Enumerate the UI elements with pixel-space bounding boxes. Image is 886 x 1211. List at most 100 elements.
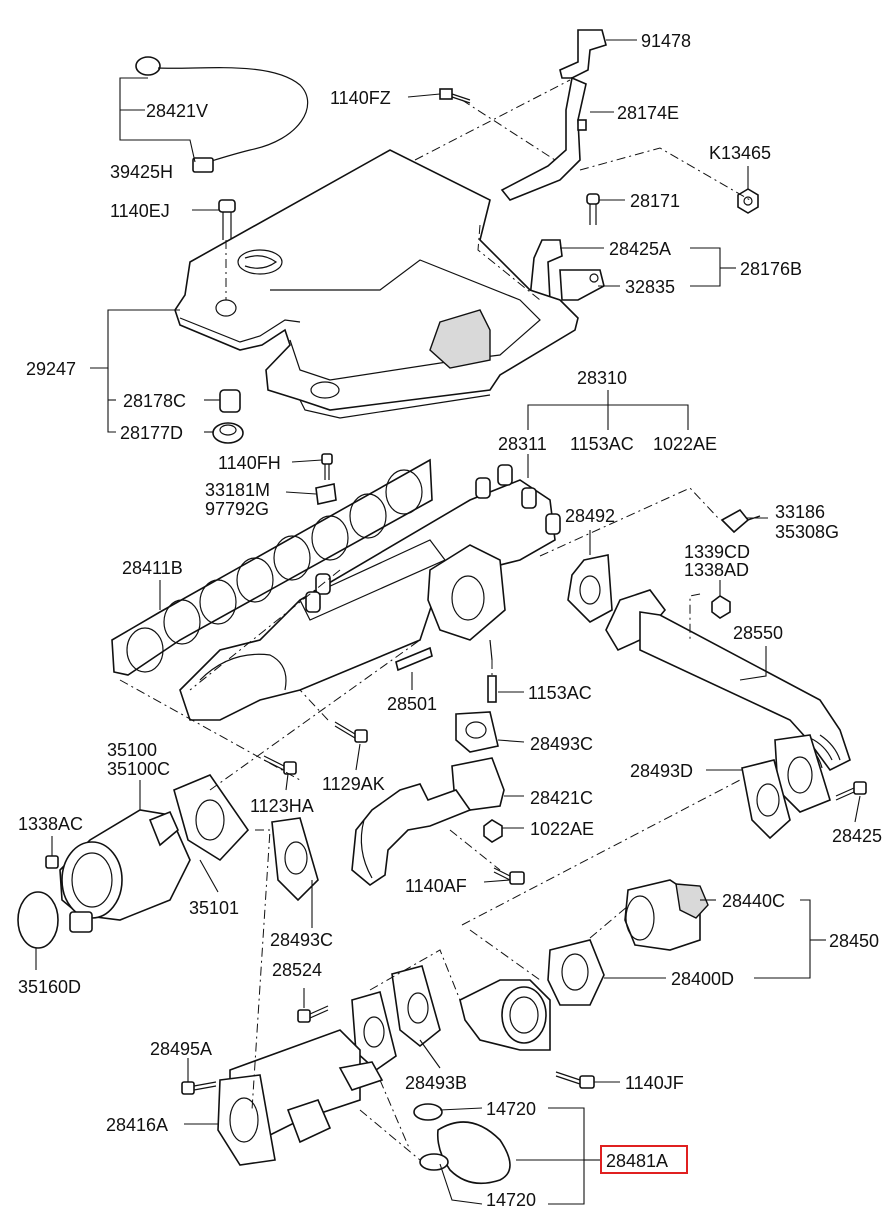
highlight-box-28481a xyxy=(600,1145,688,1174)
label-1022ae-mid: 1022AE xyxy=(530,819,594,839)
label-28176b: 28176B xyxy=(740,259,802,279)
bolt-1140af xyxy=(493,867,525,885)
label-33181m: 33181M xyxy=(205,480,270,500)
label-97792g: 97792G xyxy=(205,499,269,519)
label-28450: 28450 xyxy=(829,931,879,951)
egr-valve-35100 xyxy=(59,809,191,933)
nut-k13465 xyxy=(737,188,759,214)
label-28311: 28311 xyxy=(498,434,547,454)
label-28421c: 28421C xyxy=(530,788,593,808)
label-1140af: 1140AF xyxy=(405,876,467,896)
nut-1022ae xyxy=(483,819,503,843)
stud-28501 xyxy=(395,646,433,672)
label-k13465: K13465 xyxy=(709,143,771,163)
clip-33186 xyxy=(720,508,761,534)
nut-1339cd xyxy=(711,595,731,619)
label-28178c: 28178C xyxy=(123,391,186,411)
label-28416a: 28416A xyxy=(106,1115,168,1135)
bolt-1140fh xyxy=(315,453,337,505)
label-28493c-upper: 28493C xyxy=(530,734,593,754)
label-35100: 35100 xyxy=(107,740,157,760)
label-28421v: 28421V xyxy=(146,101,208,121)
egr-cooler-28440c xyxy=(624,879,709,951)
label-28174e: 28174E xyxy=(617,103,679,123)
label-1140jf: 1140JF xyxy=(625,1073,684,1093)
label-1022ae-top: 1022AE xyxy=(653,434,717,454)
grommet-28177d xyxy=(212,422,244,444)
label-91478: 91478 xyxy=(641,31,691,51)
sensor-28421v xyxy=(135,56,309,173)
label-14720-top: 14720 xyxy=(486,1099,536,1119)
label-28440c: 28440C xyxy=(722,891,785,911)
label-1338ac: 1338AC xyxy=(18,814,83,834)
label-29247: 29247 xyxy=(26,359,76,379)
label-28493d: 28493D xyxy=(630,761,693,781)
gasket-28492 xyxy=(567,554,613,623)
label-39425h: 39425H xyxy=(110,162,173,182)
label-14720-bottom: 14720 xyxy=(486,1190,536,1210)
label-28425a: 28425A xyxy=(609,239,671,259)
label-28495a: 28495A xyxy=(150,1039,212,1059)
bolt-28495a xyxy=(181,1081,217,1095)
gasket-28411b xyxy=(111,458,433,676)
label-35308g: 35308G xyxy=(775,522,839,542)
bolt-28171 xyxy=(586,193,600,225)
hose-28481a xyxy=(413,1103,511,1185)
label-28411b: 28411B xyxy=(122,558,183,578)
assembly-lines xyxy=(119,79,751,1161)
label-1140fz: 1140FZ xyxy=(330,88,391,108)
label-1129ak: 1129AK xyxy=(322,774,385,794)
gasket-28493b xyxy=(351,965,441,1072)
label-28310: 28310 xyxy=(577,368,627,388)
label-35100c: 35100C xyxy=(107,759,170,779)
egr-cooler-body xyxy=(459,979,551,1051)
label-1123ha: 1123HA xyxy=(250,796,314,816)
label-28501: 28501 xyxy=(387,694,437,714)
label-1153ac-top: 1153AC xyxy=(570,434,634,454)
stud-1153ac xyxy=(487,675,497,703)
bracket-28174e xyxy=(500,29,607,201)
bolt-1140fz xyxy=(439,88,471,104)
label-28481a[interactable]: 28481A xyxy=(606,1151,668,1171)
gasket-28493c-upper xyxy=(455,711,499,753)
label-1140fh: 1140FH xyxy=(218,453,281,473)
egr-cooler-28416a xyxy=(217,1029,384,1166)
label-28550: 28550 xyxy=(733,623,783,643)
engine-cover-29247 xyxy=(174,149,579,419)
intake-manifold-28310 xyxy=(179,464,561,721)
gasket-28400d xyxy=(547,939,605,1006)
label-1140ej: 1140EJ xyxy=(110,201,170,221)
bolt-1140ej xyxy=(218,199,236,240)
label-28492: 28492 xyxy=(565,506,615,526)
gasket-35101 xyxy=(173,774,250,862)
bolt-1140jf xyxy=(555,1071,595,1089)
label-28425-right: 28425 xyxy=(832,826,882,846)
label-1338ad: 1338AD xyxy=(684,560,749,580)
label-28493b: 28493B xyxy=(405,1073,467,1093)
parts-drawing xyxy=(17,29,867,1185)
label-28171: 28171 xyxy=(630,191,680,211)
label-35101: 35101 xyxy=(189,898,239,918)
label-28524: 28524 xyxy=(272,960,322,980)
label-1339cd: 1339CD xyxy=(684,542,750,562)
gasket-28493c-lower xyxy=(271,817,319,902)
oring-35160d xyxy=(17,891,59,949)
bolt-28425 xyxy=(835,781,867,801)
label-32835: 32835 xyxy=(625,277,675,297)
label-1153ac-mid: 1153AC xyxy=(528,683,592,703)
label-28493c-lower: 28493C xyxy=(270,930,333,950)
gasket-28493d xyxy=(741,759,791,840)
bolt-1338ac xyxy=(45,855,59,869)
grommet-28178c xyxy=(219,389,241,413)
bolt-28524 xyxy=(297,1005,329,1023)
label-33186: 33186 xyxy=(775,502,825,522)
label-35160d: 35160D xyxy=(18,977,81,997)
part-labels: 91478 28421V 1140FZ 28174E K13465 39425H… xyxy=(18,31,882,1210)
egr-pipe-28550 xyxy=(605,589,851,813)
bolt-1129ak xyxy=(334,721,368,743)
bolt-1123ha xyxy=(263,755,297,775)
label-28400d: 28400D xyxy=(671,969,734,989)
leader-lines xyxy=(35,39,861,1205)
label-28177d: 28177D xyxy=(120,423,183,443)
